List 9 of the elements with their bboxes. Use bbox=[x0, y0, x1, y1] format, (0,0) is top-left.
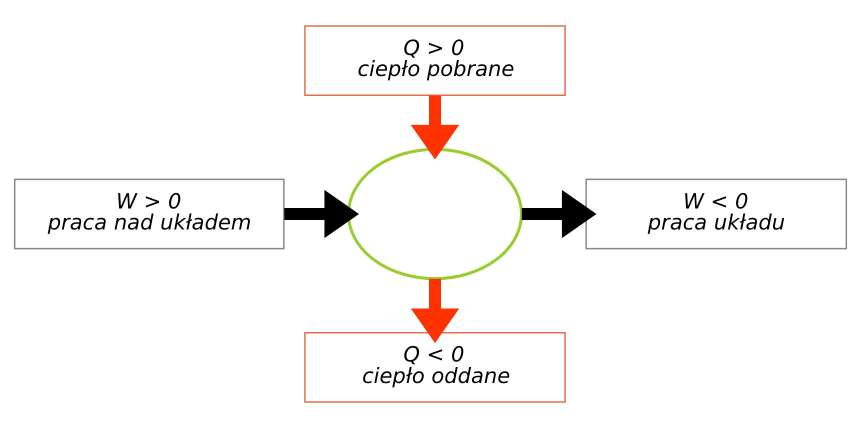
arrow bbox=[410, 95, 460, 160]
node-box: W < 0 praca układu bbox=[585, 178, 848, 250]
arrow bbox=[284, 190, 359, 238]
node-box: Q > 0 ciepło pobrane bbox=[304, 25, 566, 96]
node-ellipse bbox=[347, 148, 523, 280]
node-box: W > 0 praca nad układem bbox=[14, 178, 285, 250]
arrow bbox=[522, 190, 596, 238]
arrow bbox=[410, 278, 460, 344]
node-box: Q < 0 ciepło oddane bbox=[304, 332, 566, 403]
